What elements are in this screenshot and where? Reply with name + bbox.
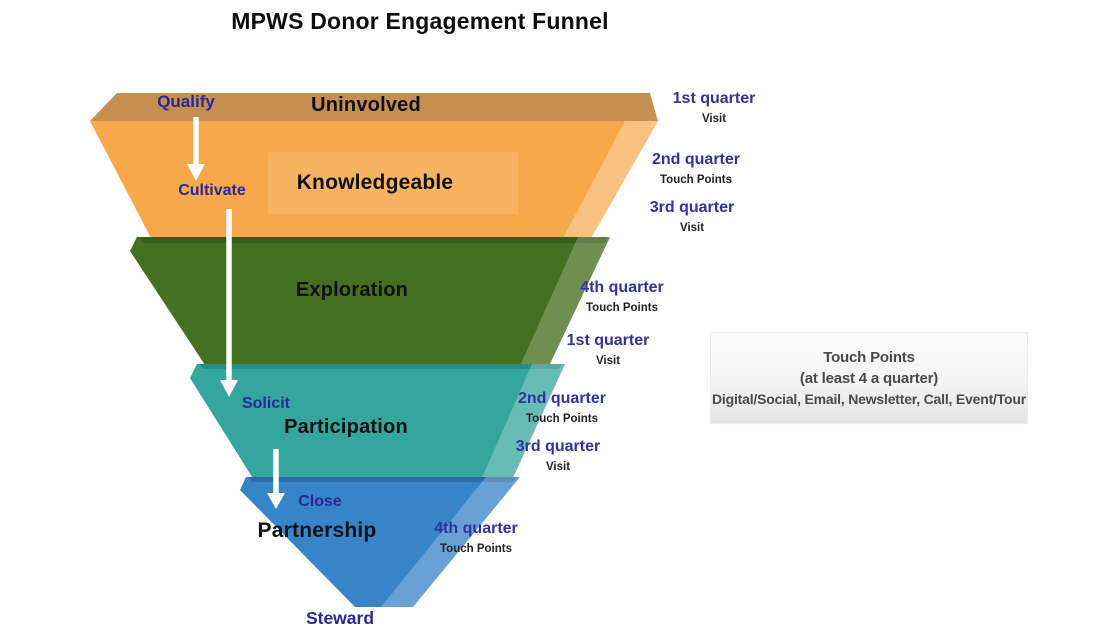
touch-points-channels: Digital/Social, Email, Newsletter, Call,… <box>712 390 1026 407</box>
quarter-annotation: 2nd quarter Touch Points <box>492 389 632 425</box>
funnel-stage-exploration <box>130 237 610 368</box>
quarter-label: 4th quarter <box>434 520 518 537</box>
quarter-annotation: 1st quarter Visit <box>538 331 678 367</box>
action-label-qualify: Qualify <box>157 92 215 111</box>
activity-label: Touch Points <box>526 413 598 425</box>
quarter-label: 3rd quarter <box>515 438 601 455</box>
quarter-annotation: 4th quarter Touch Points <box>552 278 692 314</box>
quarter-label: 2nd quarter <box>517 390 606 407</box>
stage-label-exploration: Exploration <box>295 279 409 301</box>
touch-points-subtitle: (at least 4 a quarter) <box>799 369 939 387</box>
activity-label: Touch Points <box>660 174 732 186</box>
action-label-cultivate: Cultivate <box>178 182 246 199</box>
activity-label: Visit <box>595 355 621 367</box>
quarter-label: 4th quarter <box>580 279 664 296</box>
funnel-stage-knowledgeable <box>90 121 658 240</box>
activity-label: Visit <box>545 461 571 473</box>
action-label-solicit: Solicit <box>241 395 290 412</box>
stage-top-shadow <box>249 477 517 482</box>
funnel-stage-participation <box>190 364 565 480</box>
action-label-steward: Steward <box>305 608 375 628</box>
quarter-annotation: 3rd quarter Visit <box>488 437 628 473</box>
stage-label-knowledgeable: Knowledgeable <box>296 171 454 194</box>
stage-label-partnership: Partnership <box>257 519 377 542</box>
activity-label: Touch Points <box>440 543 512 555</box>
quarter-label: 3rd quarter <box>649 199 735 216</box>
quarter-annotation: 4th quarter Touch Points <box>406 519 546 555</box>
funnel-stage-uninvolved <box>90 93 658 121</box>
touch-points-title: Touch Points <box>823 348 915 366</box>
stage-top-shadow <box>140 237 608 243</box>
quarter-label: 1st quarter <box>566 332 650 349</box>
flow-arrow-cultivate-to-solicit <box>220 209 238 397</box>
quarter-label: 2nd quarter <box>651 151 740 168</box>
page-title: MPWS Donor Engagement Funnel <box>231 8 609 34</box>
quarter-annotation: 3rd quarter Visit <box>622 198 762 234</box>
quarter-annotation: 1st quarter Visit <box>644 89 784 125</box>
touch-points-info-box: Touch Points (at least 4 a quarter) Digi… <box>710 332 1028 424</box>
stage-label-participation: Participation <box>284 416 408 438</box>
knowledgeable-highlight-box <box>268 152 518 214</box>
flow-arrow-qualify-to-cultivate <box>187 117 205 181</box>
stage-bevel-highlight <box>519 237 610 368</box>
stage-label-uninvolved: Uninvolved <box>311 94 421 116</box>
activity-label: Visit <box>701 113 727 125</box>
action-label-close: Close <box>298 493 342 510</box>
quarter-label: 1st quarter <box>672 90 756 107</box>
stage-top-shadow <box>200 364 562 369</box>
stage-bevel-highlight <box>481 364 565 480</box>
stage-bevel-highlight <box>562 121 658 240</box>
activity-label: Visit <box>679 222 705 234</box>
funnel-stage-partnership <box>240 477 520 607</box>
flow-arrow-solicit-to-close <box>267 449 285 509</box>
stage-bevel-highlight <box>381 477 520 607</box>
quarter-annotation: 2nd quarter Touch Points <box>626 150 766 186</box>
activity-label: Touch Points <box>586 302 658 314</box>
